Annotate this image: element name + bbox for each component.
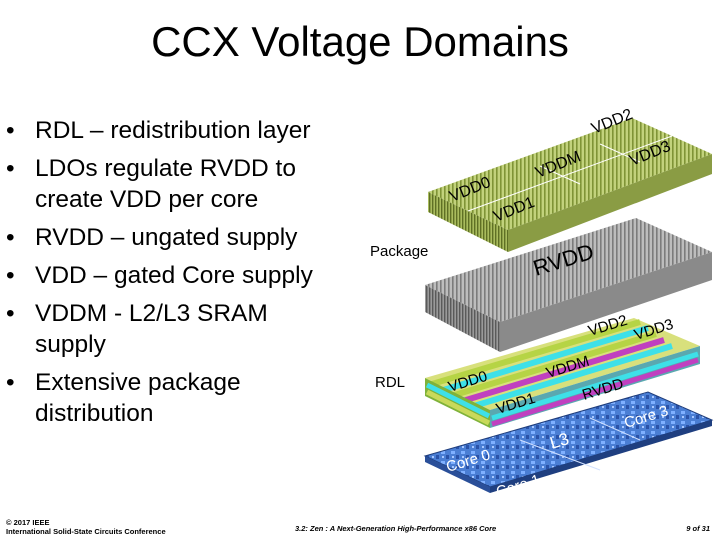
bullet-item: • VDDM - L2/L3 SRAM supply xyxy=(6,298,366,360)
bullet-text: VDD – gated Core supply xyxy=(35,262,313,289)
footer-copyright: © 2017 IEEE International Solid-State Ci… xyxy=(6,518,166,536)
bullet-item: • RDL – redistribution layer xyxy=(6,115,366,146)
bullet-text: distribution xyxy=(35,400,154,427)
slide-title: CCX Voltage Domains xyxy=(151,18,569,65)
bullet-list: • RDL – redistribution layer • LDOs regula… xyxy=(6,115,366,436)
bullet-text: Extensive package xyxy=(35,369,241,396)
rvdd-package-layer: RVDD xyxy=(425,218,712,352)
bullet-item: • VDD – gated Core supply xyxy=(6,260,366,291)
footer-paper-title: 3.2: Zen : A Next-Generation High-Perfor… xyxy=(295,524,497,533)
bullet-marker: • xyxy=(6,224,15,251)
bullet-text: LDOs regulate RVDD to xyxy=(35,155,296,182)
package-label: Package xyxy=(370,243,428,260)
rdl-label: RDL xyxy=(375,374,405,391)
bullet-marker: • xyxy=(6,369,15,396)
die-layer: Core 0 Core 1 L3 Core 3 xyxy=(423,391,714,500)
footer-page-number: 9 of 31 xyxy=(686,524,710,533)
die-l3-label: L3 xyxy=(548,429,572,453)
bullet-text: RVDD – ungated supply xyxy=(35,224,298,251)
bullet-item: • LDOs regulate RVDD to create VDD per cor… xyxy=(6,153,366,215)
conference-text: International Solid-State Circuits Confe… xyxy=(6,527,166,536)
bullet-item: • Extensive package distribution xyxy=(6,367,366,429)
bullet-marker: • xyxy=(6,262,15,289)
bullet-marker: • xyxy=(6,300,15,327)
bullet-text: VDDM - L2/L3 SRAM xyxy=(35,300,268,327)
copyright-text: © 2017 IEEE xyxy=(6,518,50,527)
vdd-top-layer: VDD0 VDD1 VDDM VDD2 VDD3 xyxy=(428,106,712,252)
voltage-domain-stack-diagram: Core 0 Core 1 L3 Core 3 VDD0 VDD1 VDDM V… xyxy=(370,106,714,500)
bullet-text: supply xyxy=(35,331,106,358)
bullet-text: create VDD per core xyxy=(35,186,259,213)
bullet-marker: • xyxy=(6,155,15,182)
bullet-text: RDL – redistribution layer xyxy=(35,117,311,144)
bullet-item: • RVDD – ungated supply xyxy=(6,222,366,253)
bullet-marker: • xyxy=(6,117,15,144)
